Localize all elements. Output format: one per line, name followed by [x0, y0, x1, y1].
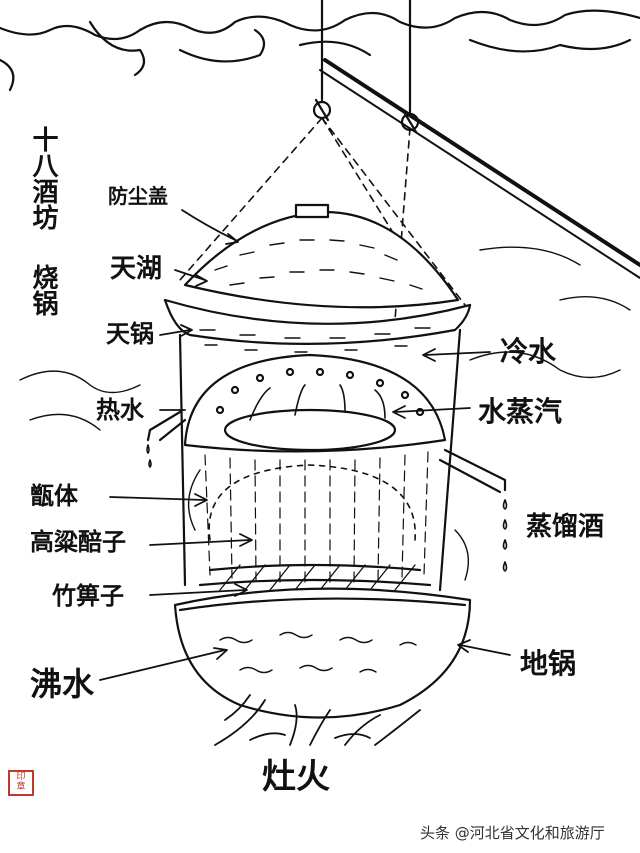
- label-still-body: 甑体: [30, 482, 78, 510]
- label-bamboo-grate: 竹箅子: [52, 582, 124, 610]
- label-dust-cover: 防尘盖: [108, 184, 168, 208]
- label-steam: 水蒸汽: [478, 395, 563, 428]
- label-hot-water: 热水: [96, 396, 144, 424]
- ceiling-clouds: [0, 9, 640, 92]
- label-earth-pot: 地锅: [520, 647, 577, 680]
- label-distilled-liquor: 蒸馏酒: [526, 512, 605, 542]
- label-cold-water: 冷水: [500, 335, 557, 368]
- still-body: [146, 328, 507, 592]
- source-watermark: 头条 @河北省文化和旅游厅: [420, 824, 605, 842]
- earth-pot: [173, 587, 472, 719]
- label-arrows: [99, 209, 511, 681]
- title-line1: 十八酒坊: [28, 126, 58, 230]
- stove-fire: [214, 694, 421, 746]
- title-line2: 烧锅: [28, 264, 58, 316]
- label-sorghum-mash: 高粱醅子: [30, 528, 126, 556]
- red-seal-stamp: 印章: [8, 770, 34, 796]
- label-boiling-water: 沸水: [30, 665, 95, 703]
- label-sky-lake: 天湖: [110, 254, 163, 284]
- label-stove-fire: 灶火: [262, 757, 330, 797]
- label-sky-pot: 天锅: [106, 320, 154, 348]
- drips: [146, 444, 508, 572]
- steam-wisps: [19, 246, 631, 581]
- sky-pot: [163, 298, 472, 353]
- dust-cover: [183, 203, 460, 309]
